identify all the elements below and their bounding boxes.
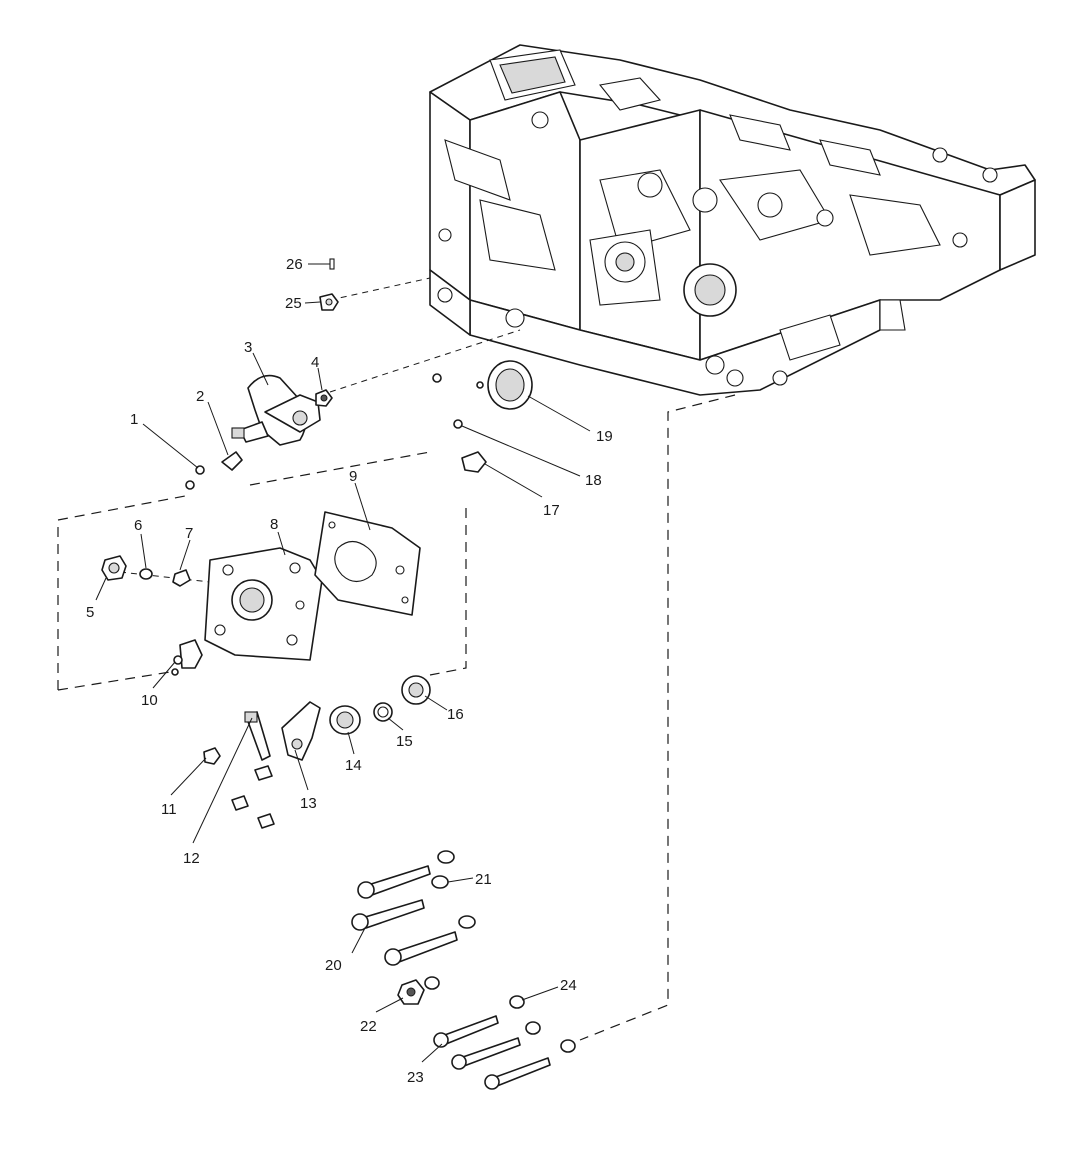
- part-6-washer: [139, 568, 153, 580]
- part-17-fitting: [461, 451, 487, 473]
- callout-13: 13: [300, 795, 317, 812]
- part-16-seal: [401, 675, 431, 705]
- subassembly-boundary: [57, 451, 467, 691]
- callout-6: 6: [134, 517, 142, 534]
- part-3-actuator: [231, 374, 321, 446]
- callout-4: 4: [311, 354, 319, 371]
- callout-17: 17: [543, 502, 560, 519]
- part-19-seal-ring: [487, 360, 533, 410]
- callout-25: 25: [285, 295, 302, 312]
- callout-14: 14: [345, 757, 362, 774]
- callout-12: 12: [183, 850, 200, 867]
- callout-9: 9: [349, 468, 357, 485]
- part-5-plug: [101, 555, 127, 581]
- callout-5: 5: [86, 604, 94, 621]
- callout-18: 18: [585, 472, 602, 489]
- callout-1: 1: [130, 411, 138, 428]
- part-7-screw: [172, 569, 191, 587]
- part-8-cover-plate: [204, 547, 323, 661]
- callout-2: 2: [196, 388, 204, 405]
- callout-8: 8: [270, 516, 278, 533]
- callout-10: 10: [141, 692, 158, 709]
- callout-19: 19: [596, 428, 613, 445]
- callout-7: 7: [185, 525, 193, 542]
- callout-22: 22: [360, 1018, 377, 1035]
- leader-lines: [95, 301, 591, 1063]
- callout-23: 23: [407, 1069, 424, 1086]
- part-15-snap-ring: [373, 702, 393, 722]
- part-9-gasket: [314, 511, 421, 616]
- callout-labels: 1 2 3 4 5 6 7 8 9 10 11 12 13 14 15 16 1…: [86, 256, 613, 1086]
- callout-24: 24: [560, 977, 577, 994]
- part-13-bracket: [231, 701, 321, 829]
- callout-21: 21: [475, 871, 492, 888]
- main-housing: [429, 44, 1036, 396]
- part-14-bearing: [329, 705, 361, 735]
- callout-15: 15: [396, 733, 413, 750]
- part-1-screws: [185, 465, 205, 490]
- part-18-plug: [432, 373, 484, 429]
- part-26-pin: [308, 258, 335, 270]
- part-2-bracket: [221, 451, 243, 471]
- part-4-nut: [315, 389, 333, 407]
- part-11-bolt: [203, 747, 221, 765]
- part-23-24-bolts: [433, 995, 576, 1090]
- callout-20: 20: [325, 957, 342, 974]
- callout-3: 3: [244, 339, 252, 356]
- callout-26: 26: [286, 256, 303, 273]
- part-25-fitting: [319, 293, 339, 311]
- part-10-sensor: [171, 639, 203, 676]
- bolt-alignment-path: [579, 394, 736, 1041]
- part-20-21-bolts: [351, 850, 476, 966]
- callout-11: 11: [161, 801, 177, 818]
- part-12-stud: [244, 711, 271, 761]
- callout-16: 16: [447, 706, 464, 723]
- part-22-nut: [397, 976, 440, 1005]
